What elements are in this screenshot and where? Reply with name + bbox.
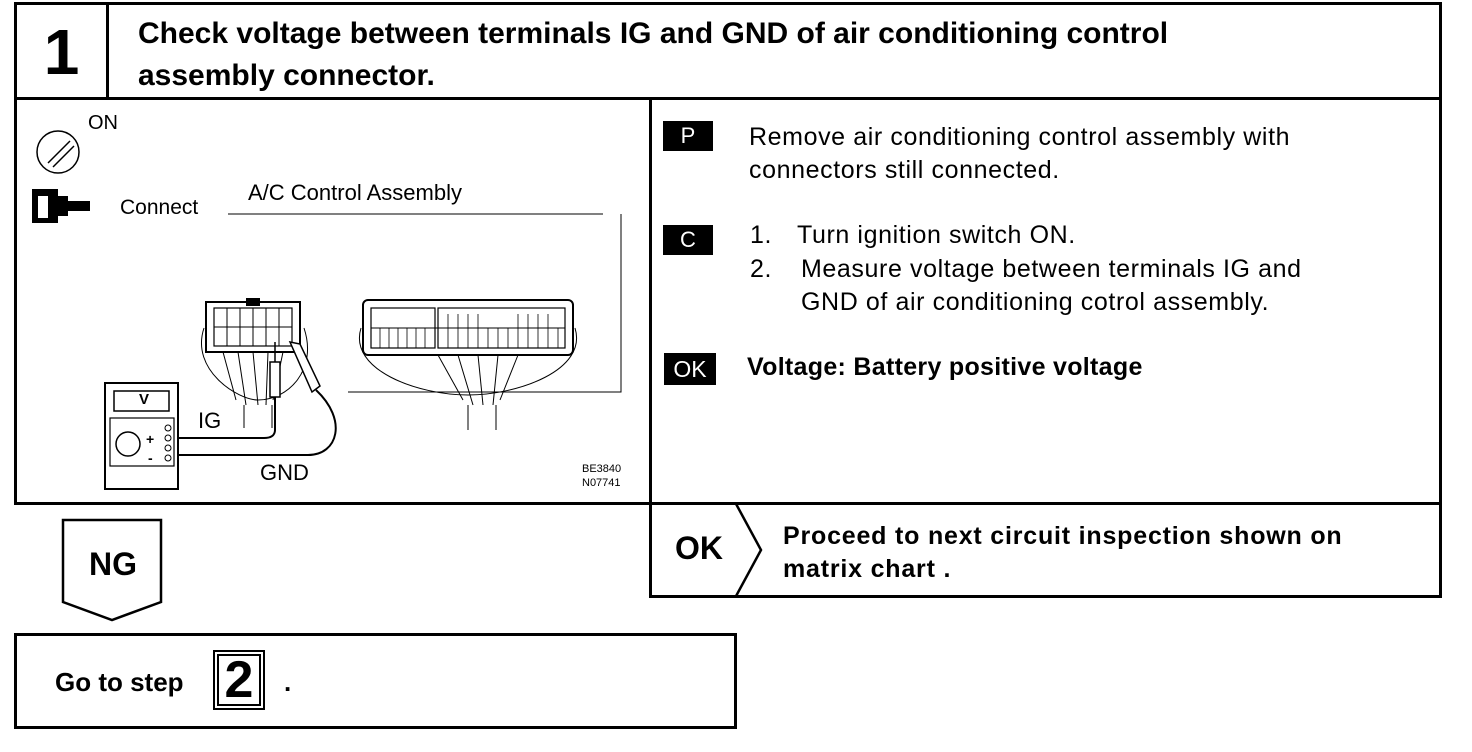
step-title-line2: assembly connector.: [138, 59, 435, 92]
goto-step-box: [14, 633, 737, 729]
voltmeter: + -: [104, 382, 179, 490]
tag-ok: OK: [664, 353, 716, 385]
tag-p: P: [663, 121, 713, 151]
assembly-label: A/C Control Assembly: [248, 180, 462, 205]
c-item2-text-line1: Measure voltage between terminals IG and: [801, 255, 1302, 283]
c-item2-text-line2: GND of air conditioning cotrol assembly.: [801, 288, 1270, 316]
gnd-label: GND: [260, 460, 309, 485]
instructions-panel: [649, 97, 1442, 505]
goto-step-suffix: .: [284, 667, 292, 697]
meter-v-label: V: [139, 391, 150, 408]
c-item2-num: 2.: [750, 255, 773, 283]
svg-text:-: -: [148, 450, 153, 466]
step-number: 1: [43, 16, 80, 88]
c-item1-text: Turn ignition switch ON.: [797, 221, 1076, 249]
goto-step-badge-inner: [217, 654, 261, 706]
goto-step-badge: [213, 650, 265, 710]
connector-right: [358, 299, 578, 430]
ok-criteria-text: Voltage: Battery positive voltage: [747, 353, 1143, 381]
c-item1-num: 1.: [750, 221, 773, 249]
ng-branch-label: NG: [89, 546, 137, 582]
goto-step-text: Go to step: [55, 667, 184, 697]
step-header: [14, 2, 1442, 100]
ok-arrow-divider: [733, 502, 763, 598]
figure-code-2: N07741: [582, 477, 621, 489]
connect-label: Connect: [120, 196, 199, 219]
ok-branch-text-line2: matrix chart .: [783, 555, 952, 583]
on-label: ON: [88, 112, 118, 134]
connector-diagram: + -: [32, 130, 622, 490]
ig-label: IG: [198, 408, 222, 433]
figure-code-1: BE3840: [582, 463, 622, 475]
p-text-line1: Remove air conditioning control assembly…: [749, 123, 1291, 151]
ok-branch-text-line1: Proceed to next circuit inspection shown…: [783, 522, 1343, 550]
goto-step-number[interactable]: 2: [224, 651, 254, 709]
tag-c: C: [663, 225, 713, 255]
ok-branch-box: [649, 502, 1442, 598]
test-probes: [174, 340, 337, 456]
svg-text:+: +: [146, 431, 154, 447]
connector-left: [201, 298, 309, 428]
step-number-divider: [106, 2, 109, 100]
connect-icon: [32, 189, 90, 223]
step-title-line1: Check voltage between terminals IG and G…: [138, 17, 1169, 50]
p-text-line2: connectors still connected.: [749, 156, 1060, 184]
ignition-key-icon: [36, 130, 80, 174]
ng-arrow: [61, 518, 163, 622]
ok-branch-label: OK: [675, 530, 723, 566]
